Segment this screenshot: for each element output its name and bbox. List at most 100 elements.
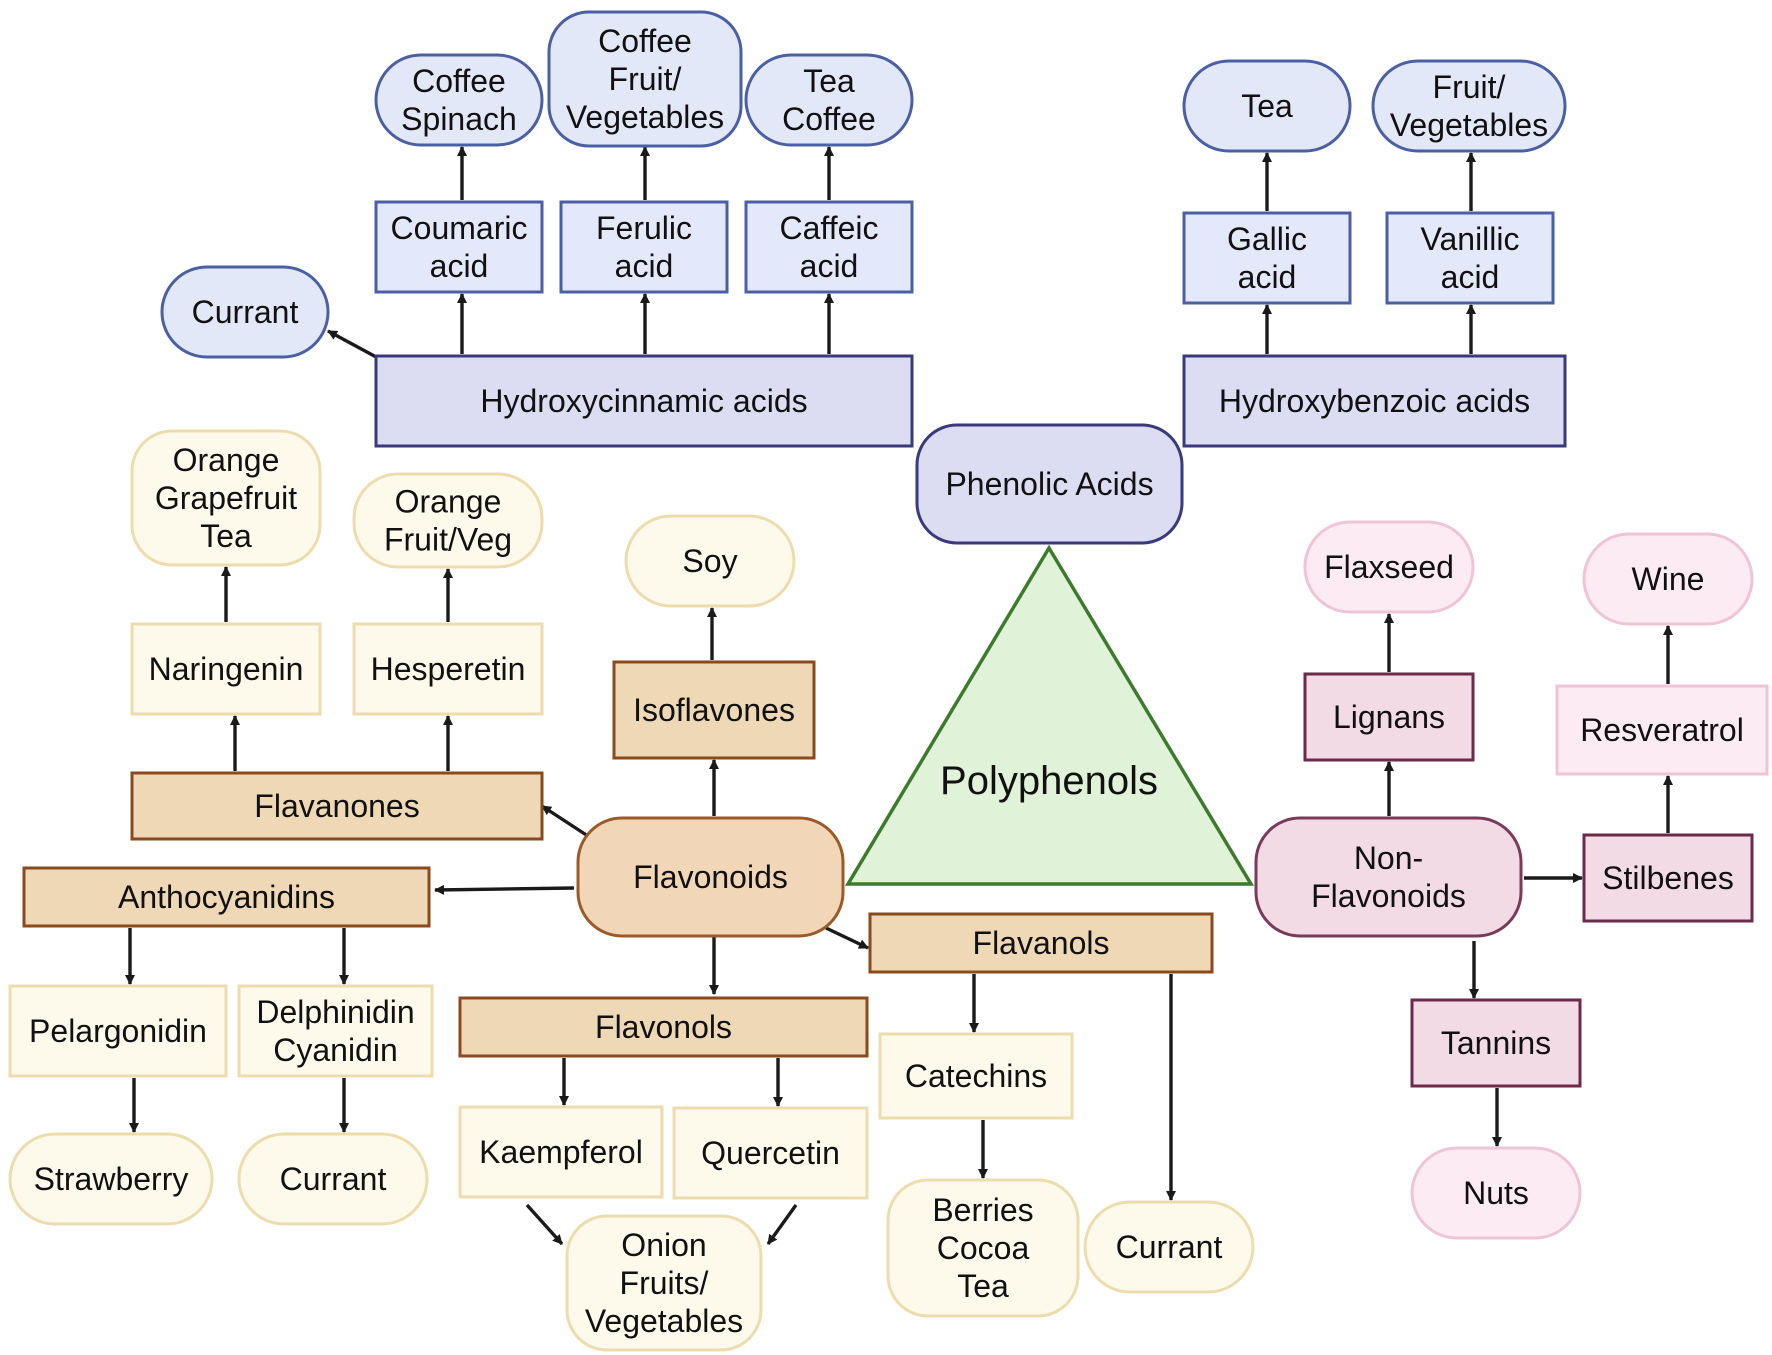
node-box xyxy=(352,472,544,569)
node-kaempferol: Kaempferol xyxy=(458,1105,664,1199)
node-tea: Tea xyxy=(1182,59,1352,153)
node-box xyxy=(744,200,914,294)
node-box xyxy=(1083,1200,1255,1294)
connector-arrows xyxy=(125,146,1673,1246)
node-label: Phenolic Acids xyxy=(945,466,1153,502)
node-label: Currant xyxy=(280,1161,387,1197)
node-label: Coffee xyxy=(782,101,876,137)
node-label: Spinach xyxy=(401,101,517,137)
node-box xyxy=(1303,520,1475,614)
node-label: Naringenin xyxy=(149,651,304,687)
node-box xyxy=(868,912,1214,974)
node-label: acid xyxy=(615,248,674,284)
node-box xyxy=(1410,1146,1582,1240)
node-box xyxy=(22,866,431,928)
node-label: Currant xyxy=(1116,1229,1223,1265)
node-label: Cocoa xyxy=(937,1230,1030,1266)
node-hydroxybenzoic-acids: Hydroxybenzoic acids xyxy=(1182,354,1567,448)
node-label: Isoflavones xyxy=(633,692,795,728)
node-currant-hca: Currant xyxy=(160,265,330,359)
node-box xyxy=(612,660,816,760)
polyphenols-label: Polyphenols xyxy=(940,759,1158,803)
node-label: acid xyxy=(1441,259,1500,295)
node-label: Kaempferol xyxy=(479,1134,643,1170)
node-label: Fruits/ xyxy=(620,1265,709,1301)
node-box xyxy=(1303,672,1475,762)
node-hesperetin: Hesperetin xyxy=(352,622,544,716)
node-box xyxy=(1555,684,1769,776)
node-label: acid xyxy=(430,248,489,284)
node-box xyxy=(547,10,743,148)
node-label: acid xyxy=(1238,259,1297,295)
node-label: Grapefruit xyxy=(155,480,297,516)
node-non-flavonoids: Non-Flavonoids xyxy=(1254,816,1523,938)
node-label: Tannins xyxy=(1441,1025,1551,1061)
node-box xyxy=(886,1178,1080,1318)
node-label: Tea xyxy=(200,518,252,554)
node-box xyxy=(237,1132,429,1226)
triangle-shape xyxy=(844,544,1255,886)
node-label: Flaxseed xyxy=(1324,549,1454,585)
node-label: Ferulic xyxy=(596,210,692,246)
node-label: Hydroxycinnamic acids xyxy=(480,383,807,419)
node-label: Vanillic xyxy=(1421,221,1520,257)
node-wine: Wine xyxy=(1582,532,1754,626)
node-box xyxy=(1182,59,1352,153)
node-label: Delphinidin xyxy=(256,994,414,1030)
node-box xyxy=(744,53,914,147)
node-box xyxy=(565,1214,763,1352)
node-box xyxy=(458,996,869,1058)
node-isoflavones: Isoflavones xyxy=(612,660,816,760)
node-label: Vegetables xyxy=(566,99,724,135)
node-currant-antho: Currant xyxy=(237,1132,429,1226)
node-flavanols: Flavanols xyxy=(868,912,1214,974)
arrow-18 xyxy=(434,884,575,895)
node-label: Orange xyxy=(173,442,280,478)
node-label: Hesperetin xyxy=(371,651,526,687)
node-label: Strawberry xyxy=(34,1161,189,1197)
node-box xyxy=(1582,532,1754,626)
node-box xyxy=(8,984,228,1078)
node-label: Onion xyxy=(621,1227,706,1263)
node-label: Orange xyxy=(395,484,502,520)
arrow-27 xyxy=(525,1203,564,1246)
node-label: Wine xyxy=(1632,561,1705,597)
node-box xyxy=(1182,354,1567,448)
node-box xyxy=(1371,59,1567,153)
node-label: Anthocyanidins xyxy=(118,879,335,915)
node-label: Non- xyxy=(1354,840,1423,876)
node-label: Hydroxybenzoic acids xyxy=(1219,383,1530,419)
node-box xyxy=(624,514,796,608)
node-label: Caffeic xyxy=(779,210,878,246)
node-quercetin: Quercetin xyxy=(672,1106,869,1200)
node-label: acid xyxy=(800,248,859,284)
node-lignans: Lignans xyxy=(1303,672,1475,762)
node-label: Flavanones xyxy=(254,788,419,824)
node-box xyxy=(878,1032,1074,1120)
arrow-17 xyxy=(541,804,595,842)
node-tannins: Tannins xyxy=(1410,998,1582,1088)
node-box xyxy=(160,265,330,359)
node-box xyxy=(237,984,434,1078)
node-label: Tea xyxy=(957,1268,1009,1304)
node-label: Pelargonidin xyxy=(29,1013,207,1049)
node-naringenin: Naringenin xyxy=(130,622,322,716)
node-flavonoids: Flavonoids xyxy=(576,816,845,938)
node-box xyxy=(1385,211,1555,305)
node-box xyxy=(672,1106,869,1200)
node-anthocyanidins: Anthocyanidins xyxy=(22,866,431,928)
node-box xyxy=(8,1132,214,1226)
node-box xyxy=(559,200,729,294)
arrow-6 xyxy=(327,329,379,360)
node-box xyxy=(1182,211,1352,305)
